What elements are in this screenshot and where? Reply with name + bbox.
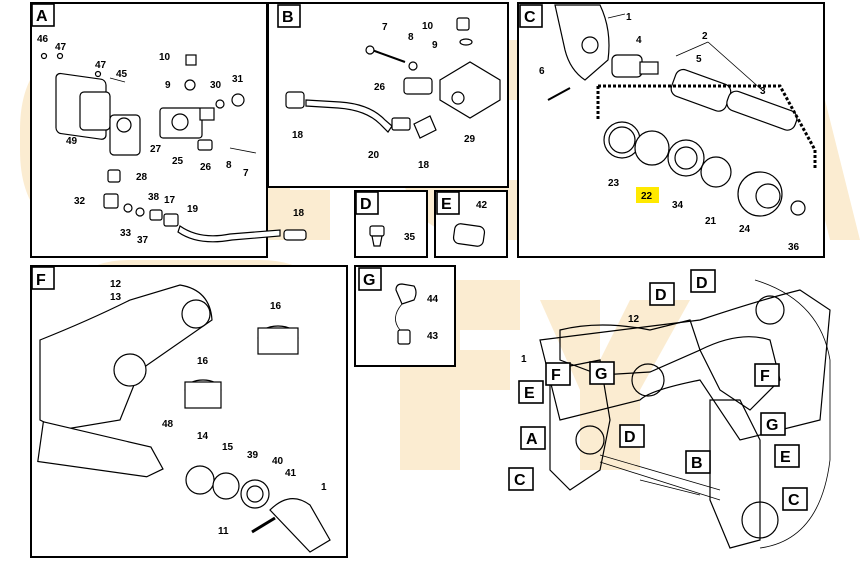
- label-a-10: 27: [150, 144, 162, 155]
- label-f-10: 41: [285, 468, 297, 479]
- label-a-12: 26: [200, 162, 212, 173]
- callout-f-1: F: [760, 368, 770, 385]
- label-b-3: 8: [408, 32, 414, 43]
- callout-d-2: D: [696, 275, 708, 292]
- label-f-4: 16: [197, 356, 209, 367]
- panel-a-tag: A: [36, 8, 48, 25]
- label-f-2: 13: [110, 292, 122, 303]
- callout-b: B: [691, 455, 703, 472]
- label-a-19: 19: [187, 204, 199, 215]
- panel-g: G 44 43: [354, 265, 456, 367]
- label-d-1: 35: [404, 232, 416, 243]
- label-b-1: 7: [382, 22, 388, 33]
- label-b-6: 18: [292, 130, 304, 141]
- label-c-3: 4: [636, 35, 642, 46]
- panel-e: E 42: [434, 190, 508, 258]
- highlight-marker: [636, 187, 659, 203]
- label-c-6: 6: [539, 66, 545, 77]
- label-c-10: 21: [705, 216, 717, 227]
- label-a-4: 45: [116, 69, 128, 80]
- label-e-1: 42: [476, 200, 488, 211]
- label-a-22: 37: [137, 235, 149, 246]
- label-c-9: 34: [672, 200, 684, 211]
- callout-g-1: G: [595, 366, 607, 383]
- callout-c-1: C: [514, 472, 526, 489]
- label-a-21: 33: [120, 228, 132, 239]
- label-a-7: 30: [210, 80, 222, 91]
- label-a-8: 31: [232, 74, 244, 85]
- callout-d-1: D: [655, 287, 667, 304]
- label-f-7: 15: [222, 442, 234, 453]
- label-a-20: 18: [293, 208, 305, 219]
- panel-g-tag: G: [363, 272, 375, 289]
- label-c-1: 1: [626, 12, 632, 23]
- overview-callouts: 12 1 D D F F G E G D A B E C C: [508, 269, 808, 511]
- label-f-12: 11: [218, 526, 229, 537]
- label-a-1: 46: [37, 34, 49, 45]
- callout-a: A: [526, 431, 538, 448]
- panel-f: F 12 13 16 16 48 14 15 39 40 41 1 11: [30, 265, 348, 558]
- label-c-7: 23: [608, 178, 620, 189]
- label-b-2: 10: [422, 21, 434, 32]
- label-f-6: 14: [197, 431, 209, 442]
- label-f-8: 39: [247, 450, 259, 461]
- label-a-16: 32: [74, 196, 86, 207]
- panel-b: B 7 10 8 9 26 18 20 18 29: [267, 2, 509, 188]
- callout-e-2: E: [780, 449, 791, 466]
- label-g-1: 44: [427, 294, 439, 305]
- label-a-13: 8: [226, 160, 232, 171]
- label-g-2: 43: [427, 331, 439, 342]
- label-a-11: 25: [172, 156, 184, 167]
- label-a-15: 28: [136, 172, 148, 183]
- panel-d-tag: D: [360, 196, 372, 213]
- label-a-18: 17: [164, 195, 176, 206]
- label-a-9: 49: [66, 136, 78, 147]
- label-b-4: 9: [432, 40, 438, 51]
- label-b-8: 18: [418, 160, 430, 171]
- label-f-5: 48: [162, 419, 174, 430]
- panel-b-tag: B: [282, 9, 294, 26]
- label-f-3: 16: [270, 301, 282, 312]
- label-b-7: 20: [368, 150, 380, 161]
- label-c-12: 36: [788, 242, 800, 253]
- panel-f-tag: F: [36, 272, 46, 289]
- label-c-5: 3: [760, 86, 766, 97]
- panel-a: A 46 47 47 45 10 9 30 31 49: [30, 2, 307, 258]
- panel-c-tag: C: [524, 9, 536, 26]
- label-f-1: 12: [110, 279, 122, 290]
- label-b-5: 26: [374, 82, 386, 93]
- label-c-4: 5: [696, 54, 702, 65]
- label-a-14: 7: [243, 168, 249, 179]
- label-a-3: 47: [95, 60, 107, 71]
- callout-d-3: D: [624, 429, 636, 446]
- label-c-2: 2: [702, 31, 708, 42]
- overview-label-2: 1: [521, 354, 527, 365]
- callout-f-2: F: [551, 367, 561, 384]
- label-c-8: 22: [641, 191, 653, 202]
- label-a-17: 38: [148, 192, 160, 203]
- label-f-11: 1: [321, 482, 327, 493]
- label-a-2: 47: [55, 42, 67, 53]
- overview-label-1: 12: [628, 314, 640, 325]
- callout-c-2: C: [788, 492, 800, 509]
- overview-drawing: [539, 279, 831, 549]
- label-c-11: 24: [739, 224, 751, 235]
- label-f-9: 40: [272, 456, 284, 467]
- label-a-5: 10: [159, 52, 171, 63]
- callout-e-1: E: [524, 385, 535, 402]
- label-a-6: 9: [165, 80, 171, 91]
- panel-c: C 1 2 4 5 3 6 23 22 34 21 24 36: [517, 2, 825, 258]
- panel-d: D 35: [354, 190, 428, 258]
- panel-e-tag: E: [441, 196, 452, 213]
- callout-g-2: G: [766, 417, 778, 434]
- label-b-9: 29: [464, 134, 476, 145]
